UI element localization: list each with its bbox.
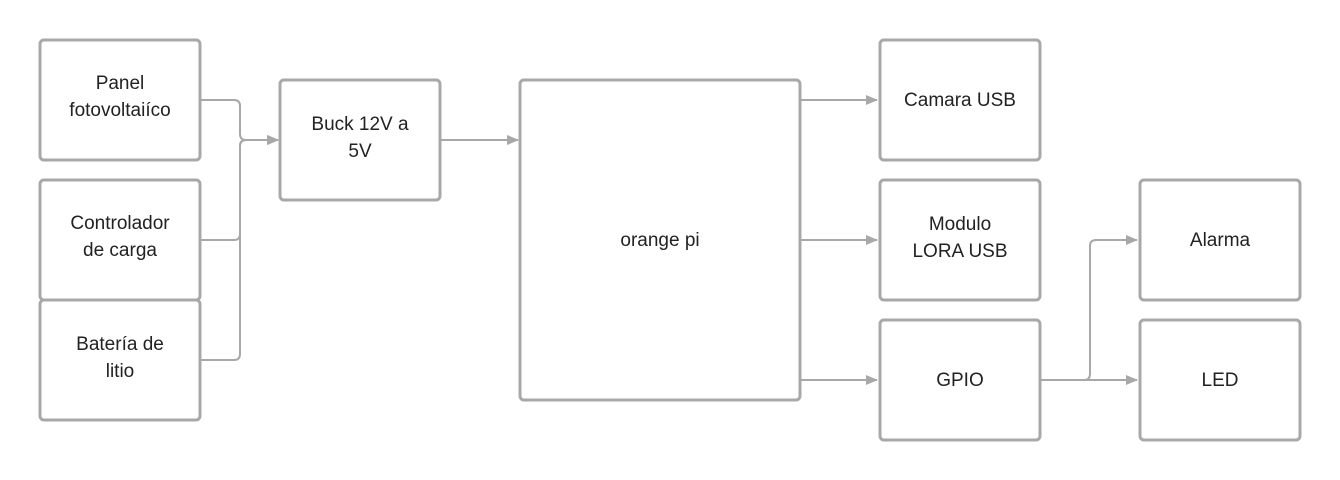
node-alarma: Alarma (1138, 178, 1302, 302)
connectors (200, 95, 1138, 385)
node-controlador-line-1: Controlador (70, 213, 170, 234)
node-bateria: Batería de litio (38, 298, 202, 422)
node-panel-line-1: Panel (96, 73, 145, 94)
node-gpio: GPIO (878, 318, 1042, 442)
edge-panel-to-buck (200, 99, 279, 145)
node-camara: Camara USB (878, 38, 1042, 162)
node-bateria-line-2: litio (106, 361, 135, 382)
node-orange-pi-label: orange pi (620, 230, 699, 251)
edge-gpio-to-alarma (1040, 235, 1138, 381)
node-panel-line-2: fotovoltaiíco (69, 100, 170, 121)
node-controlador: Controlador de carga (38, 178, 202, 302)
node-camara-label: Camara USB (904, 90, 1016, 111)
node-controlador-line-2: de carga (83, 240, 157, 261)
edge-bateria-to-buck (200, 135, 279, 361)
node-lora: Modulo LORA USB (878, 178, 1042, 302)
node-buck-line-1: Buck 12V a (311, 114, 409, 135)
node-led-label: LED (1202, 370, 1239, 391)
node-panel: Panel fotovoltaiíco (38, 38, 202, 162)
node-bateria-line-1: Batería de (76, 334, 164, 355)
node-buck: Buck 12V a 5V (278, 78, 442, 202)
node-alarma-label: Alarma (1190, 230, 1251, 251)
node-orange-pi: orange pi (518, 78, 802, 402)
node-gpio-label: GPIO (936, 370, 984, 391)
node-led: LED (1138, 318, 1302, 442)
node-lora-line-2: LORA USB (912, 241, 1007, 262)
node-lora-line-1: Modulo (929, 214, 991, 235)
node-buck-line-2: 5V (348, 141, 372, 162)
